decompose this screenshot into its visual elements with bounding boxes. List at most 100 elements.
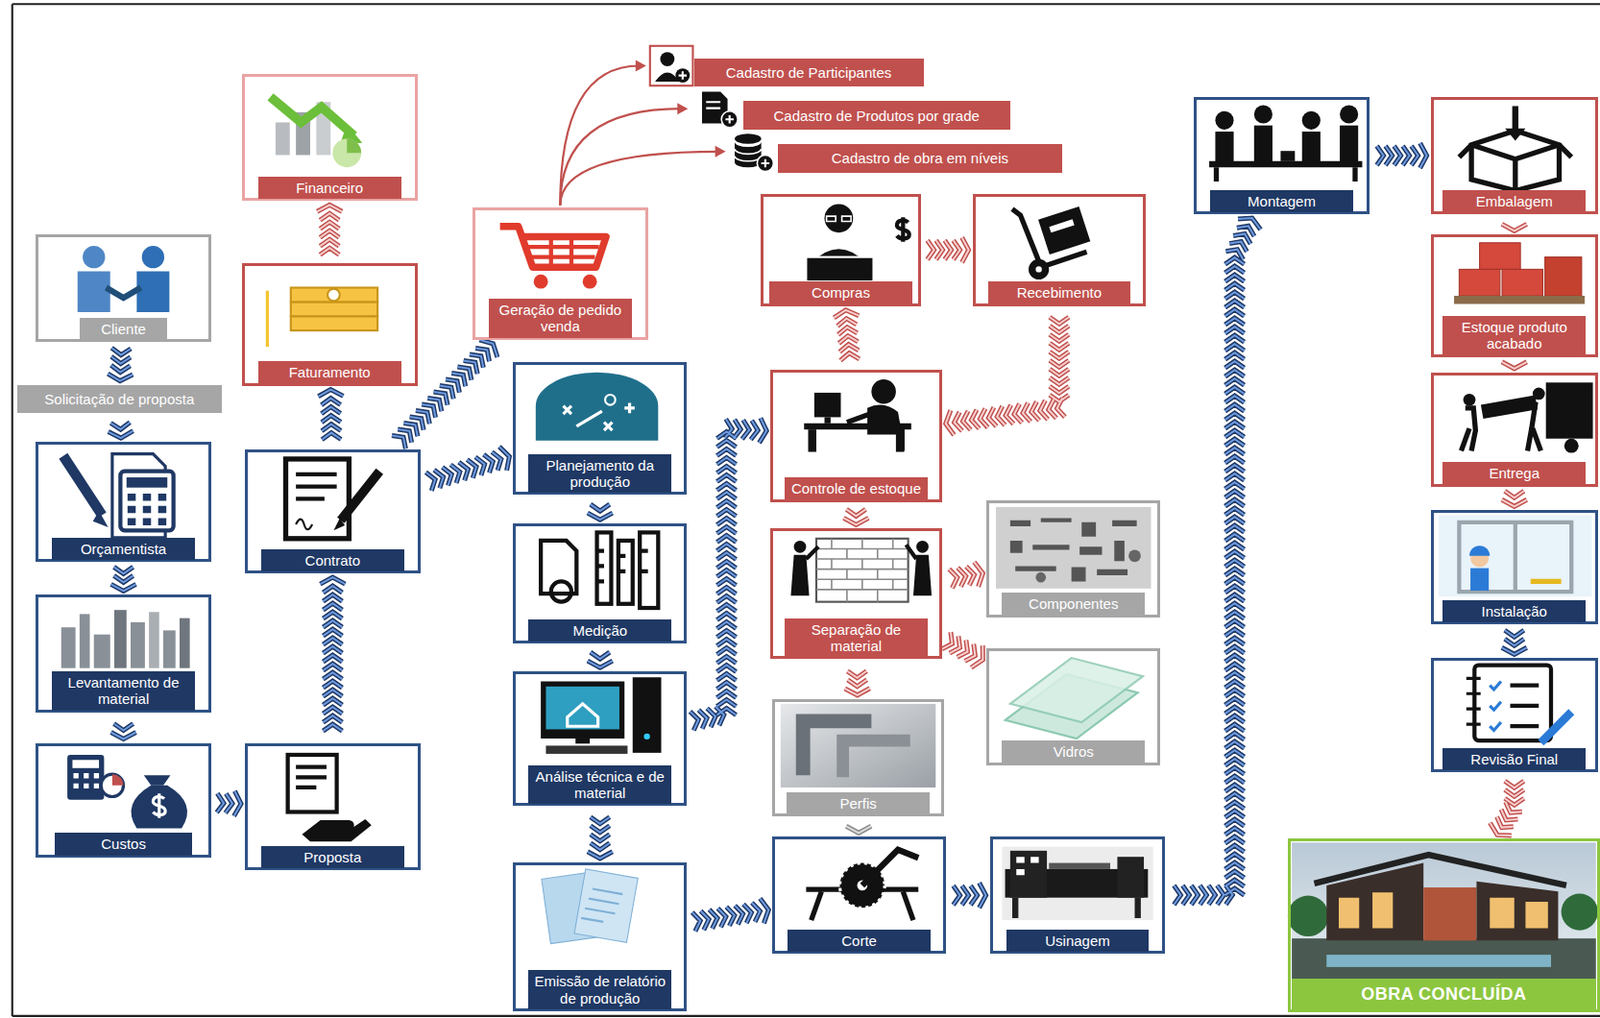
stock-boxes-icon bbox=[1454, 242, 1585, 305]
chevron-fill bbox=[942, 631, 984, 668]
chevron-fill bbox=[319, 577, 345, 731]
chevron-outline bbox=[111, 566, 137, 591]
chevron-outline bbox=[942, 631, 984, 668]
budget-icon bbox=[63, 454, 174, 538]
analysis-icon bbox=[567, 703, 599, 727]
picking-icon bbox=[913, 555, 932, 596]
handtruck-icon bbox=[1038, 206, 1091, 255]
node-label: Cadastro de Produtos por grade bbox=[743, 100, 1011, 130]
chevron-outline bbox=[108, 422, 134, 438]
contract-icon bbox=[295, 474, 338, 499]
planning-icon bbox=[563, 403, 635, 432]
node-label: Entrega bbox=[1442, 461, 1586, 485]
installation-icon bbox=[1470, 568, 1489, 591]
material-bars-icon bbox=[163, 630, 176, 668]
handshake-icon bbox=[136, 271, 170, 313]
chevron-fill bbox=[945, 316, 1069, 436]
cost-icon bbox=[144, 775, 171, 786]
chevron-fill bbox=[953, 882, 987, 908]
purchase-icon bbox=[824, 203, 854, 233]
building-photo bbox=[1326, 954, 1552, 968]
material-bars-icon bbox=[61, 627, 76, 668]
chevron-outline bbox=[945, 316, 1069, 436]
chevron-outline bbox=[317, 389, 343, 440]
stock-boxes-icon bbox=[1454, 295, 1585, 304]
lathe-icon bbox=[1116, 856, 1144, 897]
analysis-icon bbox=[540, 677, 661, 754]
register-icons bbox=[675, 68, 690, 83]
register-icons bbox=[705, 101, 721, 108]
building-photo bbox=[1561, 893, 1599, 930]
proposal-icon bbox=[288, 754, 338, 812]
components-photo bbox=[1128, 549, 1141, 562]
delivery-icon bbox=[1527, 401, 1542, 451]
picking-icon bbox=[906, 544, 918, 559]
checklist-icon bbox=[1474, 665, 1552, 742]
chevron-outline bbox=[217, 791, 242, 817]
planning-icon bbox=[605, 394, 616, 406]
finance-icon bbox=[270, 96, 364, 168]
analysis-icon bbox=[545, 745, 628, 753]
chevron-outline bbox=[1173, 218, 1261, 905]
delivery-icon bbox=[1461, 408, 1477, 452]
profiles-photo bbox=[780, 703, 937, 788]
handshake-icon bbox=[106, 288, 142, 299]
chevron-connector bbox=[1502, 630, 1528, 655]
chevron-connector bbox=[587, 817, 613, 859]
node-label: Custos bbox=[54, 832, 193, 855]
handtruck-icon bbox=[1048, 218, 1074, 233]
register-icons bbox=[734, 133, 762, 145]
purchase-icon bbox=[805, 257, 873, 282]
lathe-icon bbox=[1016, 856, 1039, 875]
contract-icon bbox=[286, 459, 381, 539]
lathe-icon bbox=[1015, 897, 1139, 919]
assembly-icon bbox=[1339, 104, 1358, 123]
step-band: Solicitação de proposta bbox=[17, 385, 222, 414]
process-card: Componentes bbox=[986, 500, 1161, 618]
installation-icon bbox=[1530, 579, 1562, 584]
node-label: Instalação bbox=[1442, 600, 1586, 623]
chevron-outline bbox=[1502, 490, 1528, 507]
chevron-fill bbox=[1502, 223, 1528, 231]
profiles-photo bbox=[780, 703, 937, 788]
chevron-connector bbox=[692, 898, 770, 932]
chevron-outline bbox=[927, 237, 970, 263]
analysis-icon bbox=[575, 738, 590, 744]
assembly-icon bbox=[1216, 167, 1357, 182]
proposal-icon bbox=[302, 819, 372, 842]
material-bars-icon bbox=[148, 611, 160, 668]
chevron-outline bbox=[953, 882, 987, 908]
chevron-connector bbox=[391, 339, 498, 449]
node-label: Perfis bbox=[786, 792, 930, 815]
chevron-connector bbox=[1502, 490, 1528, 507]
process-card: Custos bbox=[35, 743, 212, 858]
handtruck-icon bbox=[1012, 209, 1042, 267]
register-icons bbox=[678, 71, 688, 79]
register-icons bbox=[650, 46, 694, 86]
process-card: Proposta bbox=[244, 743, 421, 872]
measure-icon bbox=[551, 581, 572, 602]
lathe-icon bbox=[1010, 850, 1047, 898]
analysis-icon bbox=[632, 677, 662, 753]
handtruck-icon bbox=[1012, 206, 1091, 280]
cost-icon bbox=[67, 754, 188, 828]
proposal-icon bbox=[295, 767, 327, 788]
assembly-icon bbox=[1209, 161, 1362, 168]
register-icons bbox=[734, 148, 762, 162]
billing-icon bbox=[327, 289, 340, 302]
cart-icon bbox=[533, 274, 549, 290]
delivery-icon bbox=[1564, 438, 1579, 454]
process-card: Revisão Final bbox=[1430, 657, 1599, 773]
stock-control-icon bbox=[871, 379, 897, 404]
chevron-connector bbox=[942, 631, 984, 668]
billing-icon bbox=[290, 315, 378, 331]
building-photo bbox=[1291, 938, 1597, 979]
register-icons bbox=[721, 111, 738, 128]
assembly-icon bbox=[1302, 131, 1321, 163]
glass-photo bbox=[1010, 657, 1143, 723]
chevron-connector bbox=[587, 504, 613, 520]
chevron-fill bbox=[1502, 362, 1528, 369]
purchase-icon bbox=[896, 217, 910, 242]
process-card: Planejamento da produção bbox=[512, 362, 687, 495]
